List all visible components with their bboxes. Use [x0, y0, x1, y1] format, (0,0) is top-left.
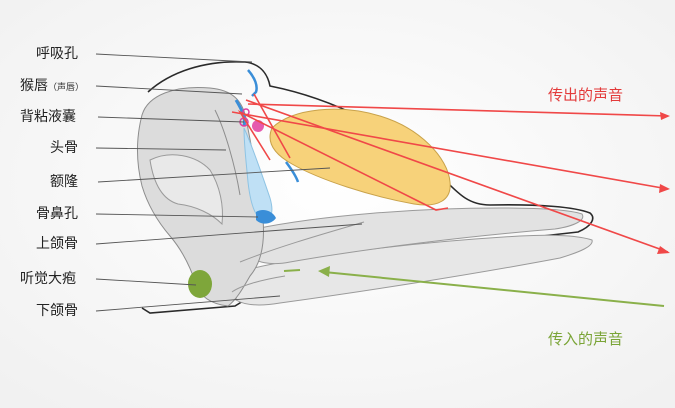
- leader-dorsal-bursae: [97, 116, 245, 123]
- label-bony-nares: 骨鼻孔: [36, 206, 78, 222]
- green-tick: [283, 269, 301, 272]
- outgoing-sound-arrow-1: [660, 112, 670, 120]
- outgoing-sound-line-1: [247, 103, 669, 117]
- label-monkey-lips: 猴唇: [20, 78, 48, 94]
- outgoing-sound-line-5: [253, 93, 291, 159]
- skull-occipital: [149, 154, 223, 226]
- leader-monkey-lips: [95, 85, 243, 95]
- outgoing-sound-line-4: [237, 110, 449, 211]
- rostrum: [249, 207, 584, 265]
- melon: [269, 108, 451, 206]
- leader-maxilla: [95, 223, 363, 245]
- outgoing-sound-arrow-3: [657, 246, 670, 254]
- leader-blowhole: [95, 53, 253, 63]
- label-maxilla: 上颌骨: [36, 236, 78, 252]
- auditory-bulla: [188, 270, 212, 298]
- maxilla-line: [239, 221, 365, 263]
- label-monkey-lips-group: 猴唇（声唇）: [20, 77, 84, 97]
- label-melon: 额隆: [50, 174, 78, 190]
- blowhole-passage: [247, 69, 258, 97]
- outgoing-sound-line-3: [245, 99, 669, 253]
- incoming-sound-arrow: [318, 266, 330, 277]
- label-blowhole: 呼吸孔: [36, 46, 78, 62]
- outgoing-sound-arrow-2: [659, 184, 670, 193]
- label-dorsal-bursae: 背粘液囊: [20, 109, 76, 125]
- bony-nares-shape: [256, 210, 276, 224]
- outgoing-sound-label: 传出的声音: [548, 86, 624, 104]
- leader-mandible: [95, 295, 281, 312]
- leader-bony-nares: [95, 213, 259, 218]
- leader-melon: [97, 167, 331, 183]
- nasal-fold: [284, 161, 300, 183]
- lower-jaw: [235, 234, 593, 306]
- leader-auditory-bulla: [95, 278, 197, 286]
- label-mandible: 下颌骨: [36, 303, 78, 319]
- mandible-line: [231, 275, 286, 293]
- label-monkey-lips-note: （声唇）: [48, 83, 85, 93]
- skull-ridge: [214, 109, 241, 196]
- outgoing-sound-line-2: [231, 111, 669, 190]
- leader-lines: [95, 53, 363, 312]
- leader-skull: [95, 147, 227, 151]
- label-auditory-bulla: 听觉大疱: [20, 271, 76, 287]
- incoming-sound-label: 传入的声音: [548, 330, 624, 348]
- label-skull: 头骨: [50, 140, 78, 156]
- incoming-sound-line: [323, 271, 665, 307]
